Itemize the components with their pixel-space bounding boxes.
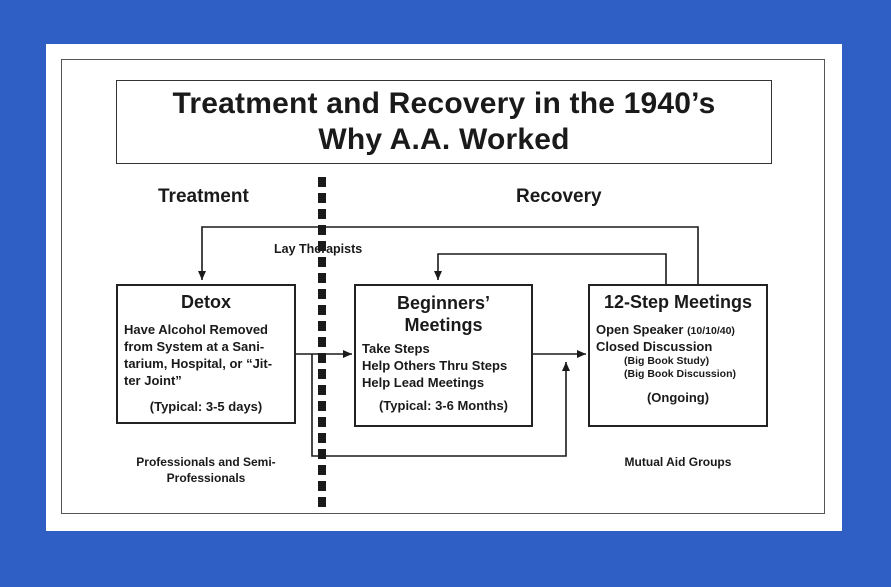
open-speaker-line: Open Speaker (10/10/40) xyxy=(596,321,760,338)
beginners-title-1: Beginners’ xyxy=(396,293,491,313)
arrow-detox-bypass-to-12step xyxy=(311,354,570,457)
treatment-recovery-divider xyxy=(318,177,326,507)
open-speaker-label: Open Speaker xyxy=(596,322,684,337)
detox-title: Detox xyxy=(180,292,231,312)
detox-box: Detox Have Alcohol Removed from System a… xyxy=(116,284,296,424)
detox-line-4: ter Joint” xyxy=(124,373,182,388)
detox-typical: (Typical: 3-5 days) xyxy=(149,399,263,414)
detox-line-3: tarium, Hospital, or “Jit- xyxy=(124,356,273,371)
twelve-step-box: 12-Step Meetings Open Speaker (10/10/40)… xyxy=(588,284,768,427)
title-line-1: Treatment and Recovery in the 1940’s xyxy=(172,87,716,120)
title-box: Treatment and Recovery in the 1940’s Why… xyxy=(116,80,772,164)
detox-line-2: from System at a Sani- xyxy=(124,339,265,354)
beginners-title-2: Meetings xyxy=(404,315,483,335)
section-treatment: Treatment xyxy=(158,186,249,207)
diagram-card: Treatment and Recovery in the 1940’s Why… xyxy=(46,44,842,531)
title-line-2: Why A.A. Worked xyxy=(318,123,570,156)
closed-discussion-label: Closed Discussion xyxy=(596,339,713,354)
professionals-note-line-1: Professionals and Semi- xyxy=(136,455,276,469)
mutual-aid-note: Mutual Aid Groups xyxy=(624,455,732,469)
professionals-note-line-2: Professionals xyxy=(166,471,246,485)
arrow-12step-to-detox xyxy=(198,226,699,284)
big-book-discussion: (Big Book Discussion) xyxy=(624,368,737,380)
flow-connectors xyxy=(198,226,699,457)
open-speaker-ratio: (10/10/40) xyxy=(687,325,735,337)
big-book-study: (Big Book Study) xyxy=(624,355,710,367)
section-recovery: Recovery xyxy=(516,186,602,207)
beginners-line-2: Help Others Thru Steps xyxy=(362,358,508,373)
beginners-line-3: Help Lead Meetings xyxy=(362,375,485,390)
inner-frame xyxy=(61,59,825,514)
professionals-note: Professionals and Semi- Professionals xyxy=(116,454,296,486)
twelve-step-ongoing: (Ongoing) xyxy=(646,390,710,405)
beginners-line-1: Take Steps xyxy=(362,341,430,356)
arrow-12step-to-beginners xyxy=(434,253,667,284)
twelve-step-title: 12-Step Meetings xyxy=(603,292,753,312)
beginners-box: Beginners’ Meetings Take Steps Help Othe… xyxy=(354,284,533,427)
detox-line-1: Have Alcohol Removed xyxy=(124,322,269,337)
beginners-typical: (Typical: 3-6 Months) xyxy=(378,398,509,413)
